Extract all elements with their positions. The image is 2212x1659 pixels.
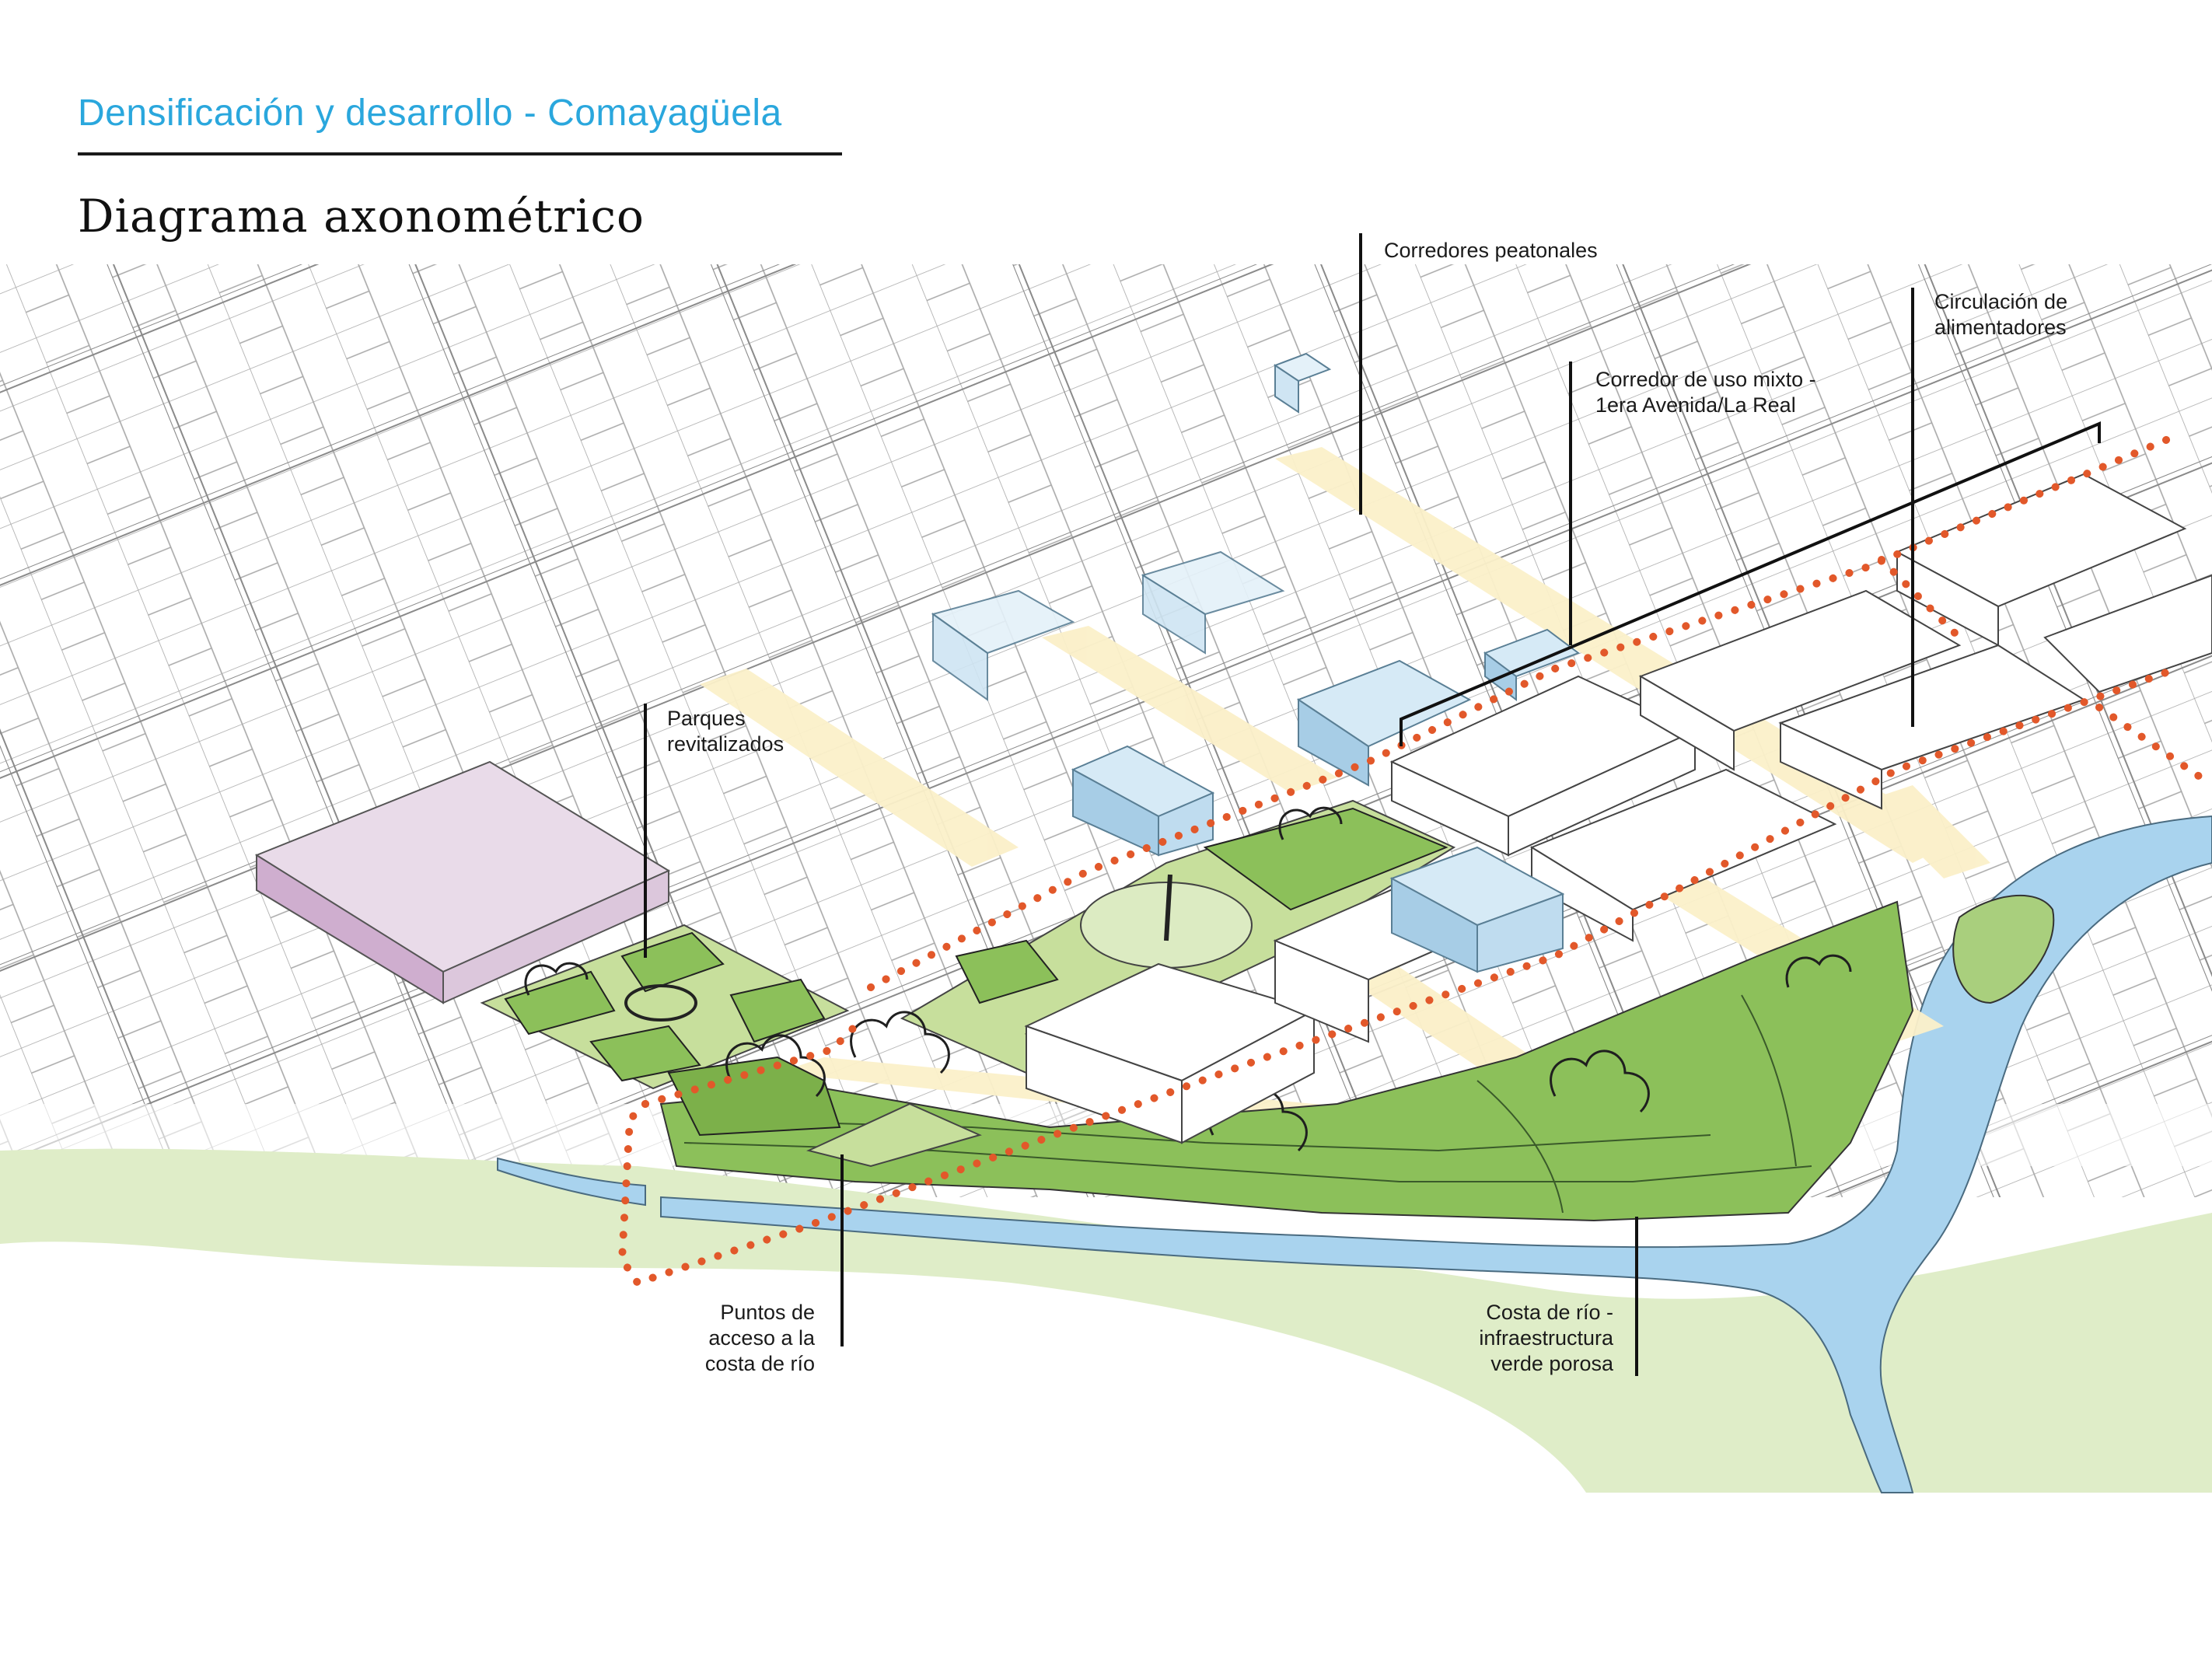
label-line: revitalizados xyxy=(667,732,784,757)
label-costa-rio: Costa de río - infraestructura verde por… xyxy=(1415,1300,1613,1377)
label-corredores-peatonales: Corredores peatonales xyxy=(1384,238,1598,264)
label-line: acceso a la xyxy=(669,1325,815,1351)
page-title: Diagrama axonométrico xyxy=(78,190,645,243)
label-line: alimentadores xyxy=(1934,315,2067,341)
label-line: verde porosa xyxy=(1415,1351,1613,1377)
label-line: infraestructura xyxy=(1415,1325,1613,1351)
label-circulacion-alimentadores: Circulación de alimentadores xyxy=(1934,289,2067,341)
label-line: Circulación de xyxy=(1934,289,2067,315)
label-line: Corredores peatonales xyxy=(1384,238,1598,264)
label-corredor-uso-mixto: Corredor de uso mixto - 1era Avenida/La … xyxy=(1595,367,1816,418)
label-line: 1era Avenida/La Real xyxy=(1595,393,1816,418)
label-parques-revitalizados: Parques revitalizados xyxy=(667,706,784,757)
label-line: Parques xyxy=(667,706,784,732)
label-line: Corredor de uso mixto - xyxy=(1595,367,1816,393)
label-line: Puntos de xyxy=(669,1300,815,1325)
subtitle-underline xyxy=(78,152,842,155)
label-line: Costa de río - xyxy=(1415,1300,1613,1325)
subtitle: Densificación y desarrollo - Comayagüela xyxy=(78,92,782,134)
label-puntos-acceso: Puntos de acceso a la costa de río xyxy=(669,1300,815,1377)
label-line: costa de río xyxy=(669,1351,815,1377)
